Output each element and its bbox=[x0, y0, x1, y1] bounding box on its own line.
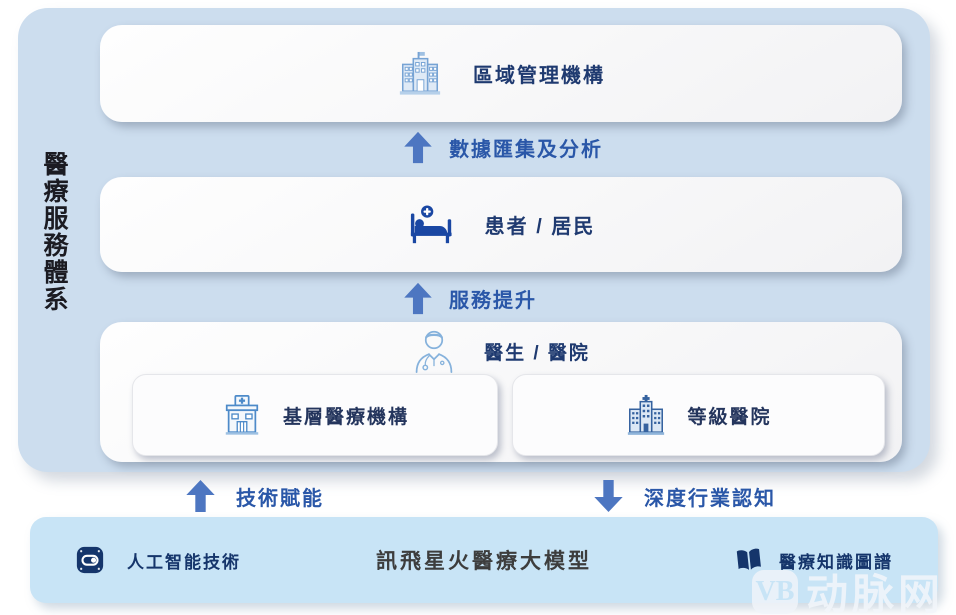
flow-service-improvement: 服務提升 bbox=[403, 282, 537, 315]
sub-label-primary-care: 基層醫療機構 bbox=[282, 406, 409, 428]
doctor-icon bbox=[415, 330, 453, 373]
bridge-tech-empowerment: 技術賦能 bbox=[185, 478, 324, 514]
hospital-icon bbox=[628, 394, 665, 435]
level-box-regional-admin: 區域管理機構 bbox=[100, 25, 902, 122]
foundation-knowledge-group: 醫療知識圖譜 bbox=[735, 517, 893, 603]
patient-bed-icon bbox=[410, 204, 452, 243]
bridge-industry-insight: 深度行業認知 bbox=[593, 478, 776, 514]
flow-data-aggregation: 數據匯集及分析 bbox=[403, 131, 603, 164]
up-arrow-icon bbox=[404, 282, 432, 315]
foundation-label-knowledge: 醫療知識圖譜 bbox=[779, 552, 893, 572]
sub-box-primary-care: 基層醫療機構 bbox=[132, 374, 498, 456]
flow-label-service-improvement: 服務提升 bbox=[449, 290, 537, 312]
up-arrow-icon bbox=[404, 131, 432, 164]
sub-label-graded-hospitals: 等級醫院 bbox=[687, 406, 772, 428]
level-box-patients: 患者 / 居民 bbox=[100, 177, 902, 272]
level-label-regional-admin: 區域管理機構 bbox=[473, 65, 605, 87]
clinic-icon bbox=[225, 395, 259, 435]
foundation-label-ai: 人工智能技術 bbox=[127, 552, 241, 572]
org-building-icon bbox=[399, 51, 441, 95]
down-arrow-icon bbox=[594, 479, 623, 513]
sub-box-graded-hospitals: 等級醫院 bbox=[512, 374, 885, 456]
doctor-header-row: 醫生 / 醫院 bbox=[100, 322, 902, 374]
up-arrow-icon bbox=[186, 479, 215, 513]
level-label-patients: 患者 / 居民 bbox=[484, 216, 596, 238]
system-side-label: 醫療服務體系 bbox=[43, 151, 69, 314]
foundation-bar: 人工智能技術 訊飛星火醫療大模型 醫療知識圖譜 bbox=[30, 517, 938, 603]
bridge-label-tech-empowerment: 技術賦能 bbox=[236, 487, 324, 510]
bridge-label-industry-insight: 深度行業認知 bbox=[644, 487, 776, 510]
flow-label-data-aggregation: 數據匯集及分析 bbox=[449, 139, 603, 161]
foundation-title: 訊飛星火醫療大模型 bbox=[376, 550, 592, 573]
level-label-doctors-hospitals: 醫生 / 醫院 bbox=[484, 342, 590, 364]
level-box-doctors-hospitals: 醫生 / 醫院 bbox=[100, 322, 902, 462]
ai-toggle-icon bbox=[76, 546, 104, 574]
foundation-ai-group: 人工智能技術 bbox=[75, 517, 241, 603]
book-icon bbox=[736, 548, 761, 570]
